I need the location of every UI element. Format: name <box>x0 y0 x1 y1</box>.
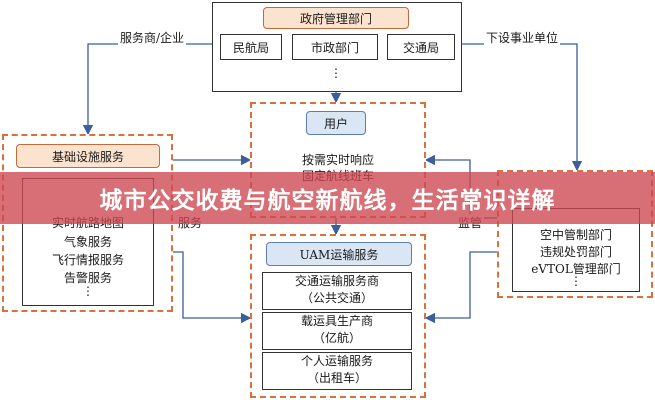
uam-title: UAM运输服务 <box>266 242 412 266</box>
infra-item-flight-info: 飞行情报服务 <box>51 253 124 267</box>
edge-gov-to-regulator <box>461 43 583 172</box>
regulator-item-evtol: eVTOL管理部门 <box>531 262 621 276</box>
gov-item-transport: 交通局 <box>387 34 455 60</box>
edge-label-provider: 服务商/企业 <box>118 29 187 46</box>
banner-text: 城市公交收费与航空新航线，生活常识详解 <box>99 188 556 214</box>
user-item-on-demand: 按需实时响应 <box>301 153 374 167</box>
uam-group-public-transport: 交通运输服务商 （公共交通） <box>262 272 412 310</box>
gov-item-civil-aviation: 民航局 <box>220 34 282 60</box>
uam-group-1-line1: 交通运输服务商 <box>294 274 379 288</box>
edge-gov-to-infra <box>82 43 212 136</box>
user-title: 用户 <box>306 111 366 135</box>
regulator-item-penalty: 违规处罚部门 <box>539 245 612 259</box>
gov-more: ⋮ <box>330 66 342 80</box>
infra-item-alert: 告警服务 <box>63 271 112 285</box>
gov-title: 政府管理部门 <box>263 7 409 29</box>
edge-regulator-to-uam <box>424 251 497 324</box>
regulator-item-atc: 空中管制部门 <box>539 228 612 242</box>
uam-group-1-line2: （公共交通） <box>300 291 373 305</box>
title-banner: 城市公交收费与航空新航线，生活常识详解 <box>0 172 655 224</box>
infra-more: ⋮ <box>82 284 94 298</box>
infra-title: 基础设施服务 <box>16 144 160 168</box>
edge-infra-to-uam <box>173 251 252 324</box>
uam-group-3-line1: 个人运输服务 <box>300 354 373 368</box>
uam-group-personal: 个人运输服务 （出租车） <box>262 352 412 390</box>
edge-label-subsidiary: 下设事业单位 <box>484 29 561 46</box>
infra-item-weather: 气象服务 <box>63 235 112 249</box>
gov-item-municipal: 市政部门 <box>292 34 378 60</box>
regulator-more: ⋮ <box>570 274 582 288</box>
uam-group-manufacturer: 载运具生产商 （亿航） <box>262 312 412 350</box>
uam-group-2-line2: （亿航） <box>312 331 361 345</box>
uam-group-3-line2: （出租车） <box>306 371 367 385</box>
uam-group-2-line1: 载运具生产商 <box>300 314 373 328</box>
